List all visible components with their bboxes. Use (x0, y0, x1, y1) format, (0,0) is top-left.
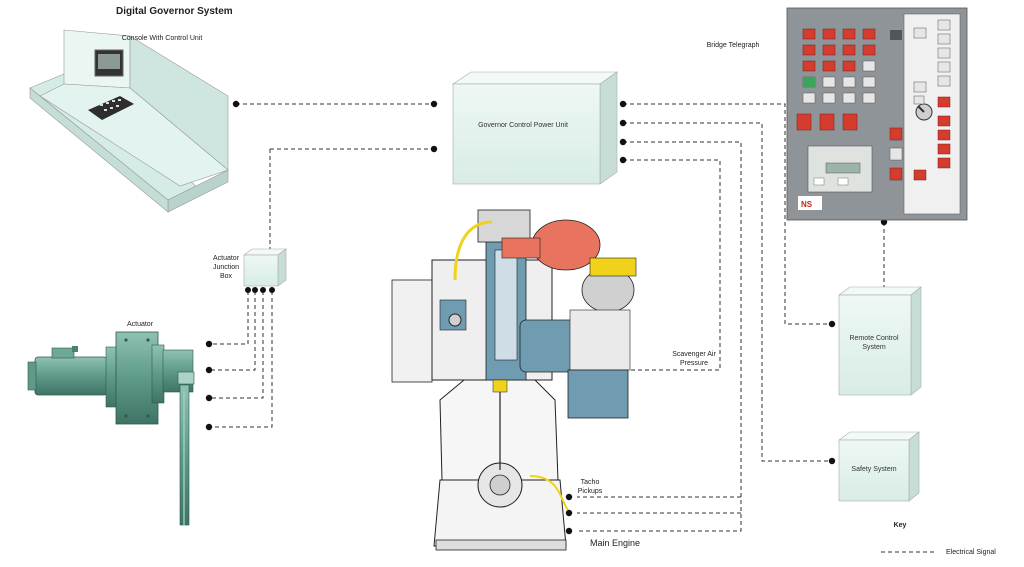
signal-lines (209, 103, 934, 553)
governor-unit-label: Governor Control Power Unit (478, 122, 568, 129)
key-signal-label: Electrical Signal (946, 549, 996, 556)
junction-box-icon (243, 248, 287, 293)
safety-system-label: Safety System (851, 466, 897, 473)
main-engine-label: Main Engine (590, 538, 641, 548)
telegraph-panel-icon: NS (786, 7, 968, 221)
connection-dots (205, 100, 888, 535)
safety-box-icon (838, 431, 920, 502)
actuator-icon (27, 331, 195, 526)
actuator-junction-label: Actuator Junction Box (212, 255, 240, 280)
remote-control-label: Remote Control System (849, 335, 899, 351)
actuator-label: Actuator (126, 321, 154, 328)
engine-icon (391, 209, 637, 551)
console-label: Console With Control Unit (121, 35, 203, 42)
svg-text:NS: NS (801, 200, 813, 209)
key-title: Key (893, 522, 907, 529)
scavenger-label: Scavenger Air Pressure (672, 351, 716, 367)
remote-box-icon (838, 286, 922, 396)
tacho-label: Tacho Pickups (577, 479, 603, 495)
diagram-title: Digital Governor System (116, 6, 233, 17)
console-icon (29, 29, 229, 213)
governor-box-icon (452, 71, 618, 185)
bridge-telegraph-label: Bridge Telegraph (706, 42, 760, 49)
